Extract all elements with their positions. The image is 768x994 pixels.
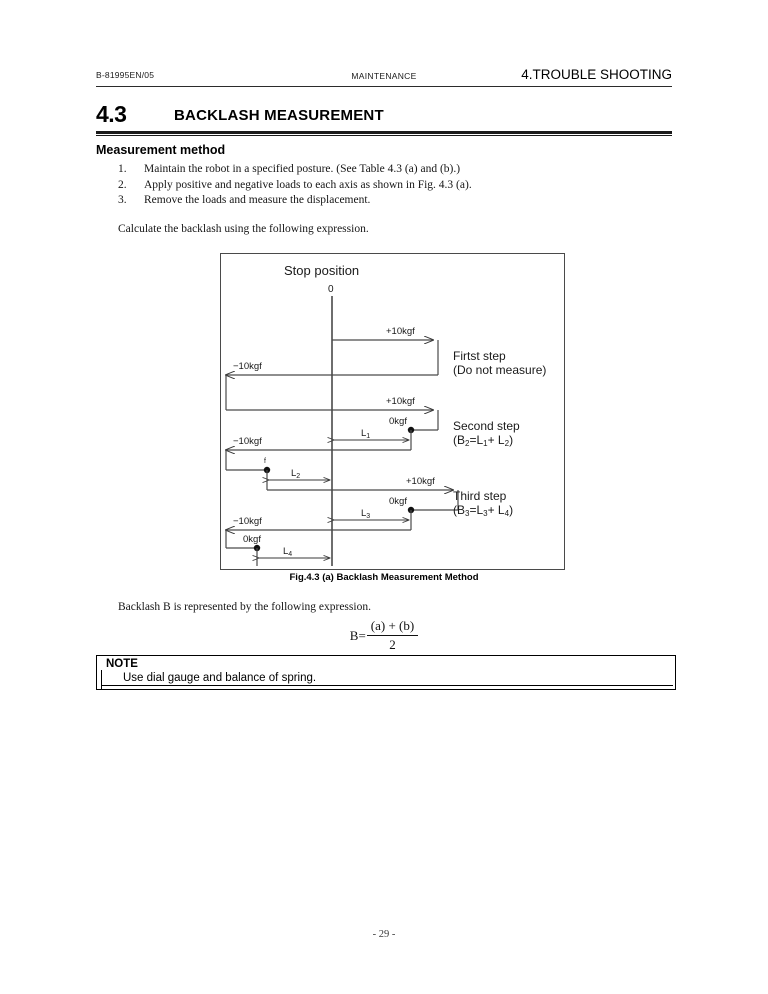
- section-number: 4.3: [96, 101, 127, 127]
- step-number: 1.: [118, 163, 127, 175]
- header-rule: [96, 86, 672, 87]
- section-rule-thin: [96, 135, 672, 136]
- expression-lead-text: Backlash B is represented by the followi…: [118, 601, 371, 613]
- third-step-negative-label: −10kgf: [233, 516, 262, 527]
- step-text: Remove the loads and measure the displac…: [144, 194, 371, 206]
- backlash-diagram-svg: Stop position 0 +10kgf −10kgf Firtst ste…: [221, 263, 546, 566]
- step-number: 2.: [118, 178, 127, 191]
- header-chapter-title: 4.TROUBLE SHOOTING: [521, 67, 672, 82]
- first-step-negative-label: −10kgf: [233, 361, 262, 372]
- note-box: NOTE Use dial gauge and balance of sprin…: [96, 655, 676, 690]
- page-number: - 29 -: [372, 929, 396, 940]
- note-title: NOTE: [106, 658, 138, 670]
- measurement-method-heading: Measurement method: [96, 143, 226, 157]
- formula-denominator: 2: [389, 637, 396, 652]
- dimension-l2-label: L2: [291, 468, 300, 480]
- first-step-positive-label: +10kgf: [386, 326, 415, 337]
- note-inner-rule-vertical: [101, 670, 102, 690]
- second-step-subtitle: (B2=L1+ L2): [453, 433, 513, 448]
- third-step-title: Third step: [453, 489, 507, 503]
- list-item: 3. Remove the loads and measure the disp…: [118, 194, 678, 210]
- dimension-l4-label: L4: [283, 546, 292, 558]
- second-step-title: Second step: [453, 419, 520, 433]
- formula-fraction: (a) + (b)2: [366, 618, 419, 653]
- step-text: Apply positive and negative loads to eac…: [144, 178, 472, 191]
- zero-label: 0: [328, 284, 334, 295]
- step-text: Maintain the robot in a specified postur…: [144, 163, 461, 175]
- first-step-subtitle: (Do not measure): [453, 363, 546, 377]
- dimension-l1-label: L1: [361, 428, 370, 440]
- first-step-title: Firtst step: [453, 349, 506, 363]
- section-heading: 4.3 BACKLASH MEASUREMENT: [96, 101, 672, 136]
- third-step-zero-label: 0kgf: [389, 496, 407, 507]
- document-number: B-81995EN/05: [96, 70, 155, 80]
- second-step-force-label: f: [264, 458, 266, 465]
- third-step-zero2-label: 0kgf: [243, 534, 261, 545]
- figure-caption: Fig.4.3 (a) Backlash Measurement Method: [289, 572, 479, 583]
- list-item: 2. Apply positive and negative loads to …: [118, 179, 678, 195]
- second-step-zero-label: 0kgf: [389, 416, 407, 427]
- formula-numerator: (a) + (b): [366, 618, 419, 636]
- second-step-positive-label: +10kgf: [386, 396, 415, 407]
- section-title: BACKLASH MEASUREMENT: [174, 107, 384, 124]
- third-step-zero2-dot: [253, 544, 261, 552]
- dimension-l3-label: L3: [361, 508, 370, 520]
- third-step-positive-label: +10kgf: [406, 476, 435, 487]
- backlash-diagram: Stop position 0 +10kgf −10kgf Firtst ste…: [220, 253, 565, 570]
- note-text: Use dial gauge and balance of spring.: [123, 672, 317, 684]
- step-number: 3.: [118, 194, 127, 206]
- formula-lhs: B=: [349, 627, 366, 643]
- list-item: 1. Maintain the robot in a specified pos…: [118, 163, 678, 179]
- page-header: B-81995EN/05 MAINTENANCE 4.TROUBLE SHOOT…: [96, 67, 672, 90]
- stop-position-label: Stop position: [284, 263, 359, 278]
- third-step-subtitle: (B3=L3+ L4): [453, 503, 513, 518]
- calculate-instruction: Calculate the backlash using the followi…: [118, 223, 369, 235]
- backlash-formula: B=(a) + (b)2: [0, 618, 768, 653]
- note-inner-rule-horizontal: [101, 685, 673, 686]
- measurement-steps-list: 1. Maintain the robot in a specified pos…: [118, 163, 678, 210]
- section-rule-thick: [96, 131, 672, 134]
- header-center-title: MAINTENANCE: [351, 71, 417, 81]
- second-step-negative-label: −10kgf: [233, 436, 262, 447]
